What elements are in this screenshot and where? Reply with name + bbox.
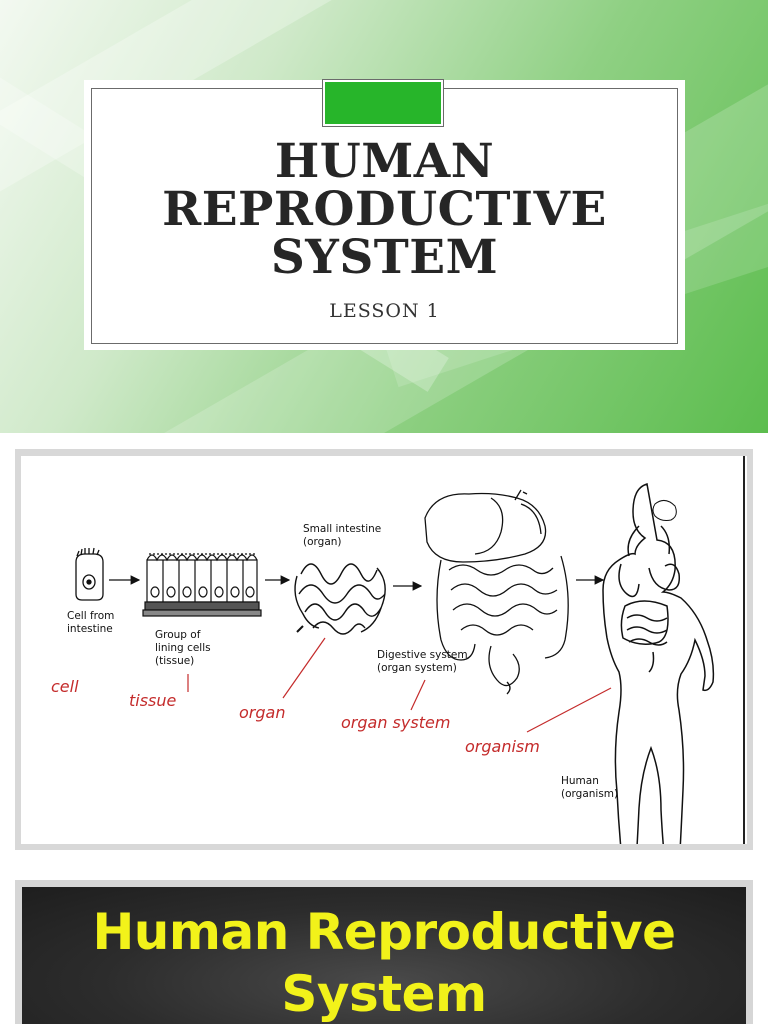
dark-title-slide: Human Reproductive System: [15, 880, 753, 1024]
system-label: Digestive system (organ system): [377, 649, 471, 674]
dark-slide-title: Human Reproductive System: [22, 901, 746, 1024]
small-intestine-drawing: [294, 563, 386, 635]
handwritten-organ-system: organ system: [341, 713, 450, 732]
cell-label: Cell from intestine: [67, 610, 118, 635]
organism-label: Human (organism): [561, 775, 618, 800]
slide-subtitle: LESSON 1: [329, 300, 440, 322]
slide-title: HUMAN REPRODUCTIVE SYSTEM: [84, 138, 685, 282]
dark-slide-title-line-1: Human Reproductive: [92, 903, 676, 961]
accent-tab: [322, 79, 444, 127]
organization-diagram: Cell from intestine Group of lining cell…: [51, 483, 715, 844]
handwritten-organ: organ: [239, 703, 285, 722]
cell-drawing: [75, 547, 104, 601]
handwritten-pointer-lines: [187, 637, 612, 733]
panel-edge: [743, 456, 745, 844]
human-figure-drawing: [602, 483, 715, 844]
slide-title-line-3: SYSTEM: [270, 230, 499, 285]
tissue-label: Group of lining cells (tissue): [155, 629, 214, 667]
digestive-system-drawing: [424, 489, 569, 695]
levels-of-organization-slide: Cell from intestine Group of lining cell…: [15, 449, 753, 850]
organ-label: Small intestine (organ): [303, 523, 385, 548]
handwritten-cell: cell: [51, 677, 79, 696]
dark-slide-title-line-2: System: [281, 965, 487, 1023]
title-slide: HUMAN REPRODUCTIVE SYSTEM LESSON 1: [0, 0, 768, 433]
handwritten-organism: organism: [465, 737, 540, 756]
slide-title-line-1: HUMAN: [274, 134, 495, 189]
slide-title-line-2: REPRODUCTIVE: [162, 182, 607, 237]
title-card: HUMAN REPRODUCTIVE SYSTEM LESSON 1: [84, 79, 685, 350]
tissue-drawing: [142, 553, 262, 617]
handwritten-tissue: tissue: [129, 691, 177, 710]
diagram-panel: Cell from intestine Group of lining cell…: [21, 456, 747, 844]
dark-slide-panel: Human Reproductive System: [22, 887, 746, 1024]
